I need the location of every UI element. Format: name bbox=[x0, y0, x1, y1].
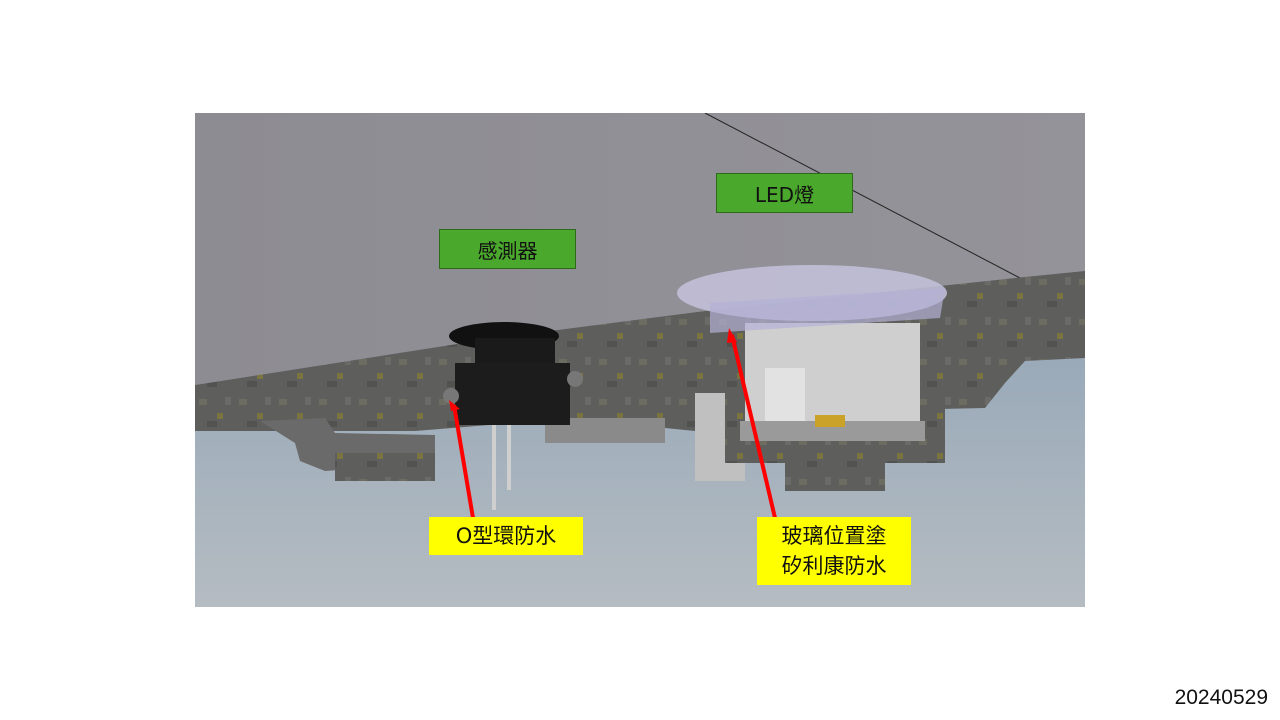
label-glass-line2: 矽利康防水 bbox=[781, 554, 887, 578]
label-sensor-text: 感測器 bbox=[477, 238, 538, 263]
label-led-text: LED燈 bbox=[754, 182, 815, 207]
cad-cross-section-image bbox=[195, 113, 1085, 607]
arrow-glass bbox=[730, 334, 777, 519]
label-sensor: 感測器 bbox=[439, 229, 576, 269]
label-glass-line1: 玻璃位置塗 bbox=[781, 524, 887, 548]
slide-date: 20240529 bbox=[1174, 686, 1268, 709]
label-oring-text: O型環防水 bbox=[455, 524, 557, 548]
label-oring: O型環防水 bbox=[429, 517, 583, 555]
label-glass-silicone: 玻璃位置塗 矽利康防水 bbox=[757, 517, 911, 585]
arrow-oring bbox=[452, 404, 475, 519]
label-led: LED燈 bbox=[716, 173, 853, 213]
